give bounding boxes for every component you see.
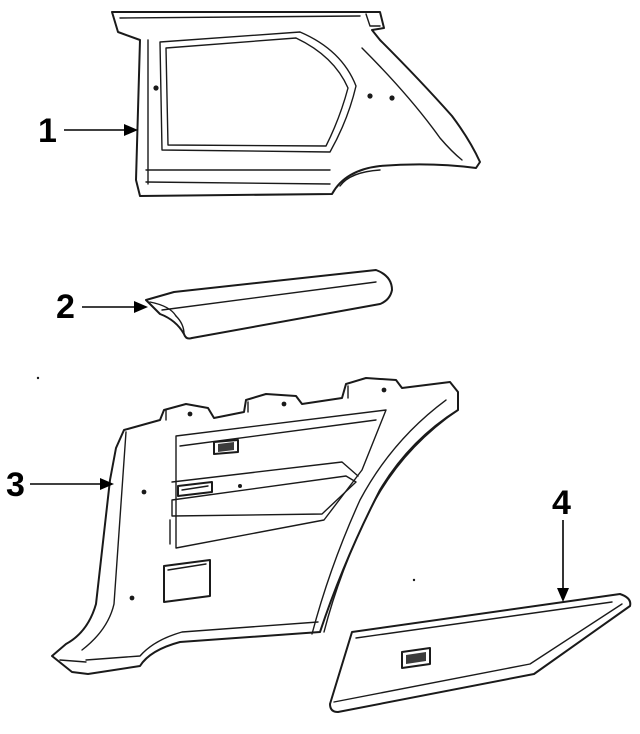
speck (412, 578, 416, 582)
callout-4: 4 (552, 484, 571, 602)
callout-3-label: 3 (6, 466, 25, 504)
speck (36, 376, 40, 380)
part-4-speaker-grille-cover (329, 593, 632, 713)
part-2-armrest-pad (145, 269, 393, 340)
callout-2-label: 2 (56, 288, 75, 326)
part-1-quarter-window-trim (111, 11, 481, 197)
callout-4-label: 4 (552, 484, 571, 522)
part-3-quarter-trim-panel (51, 377, 459, 675)
callout-1-label: 1 (38, 112, 57, 150)
callout-2: 2 (56, 288, 148, 326)
callout-3: 3 (6, 466, 114, 504)
callout-1: 1 (38, 112, 138, 150)
